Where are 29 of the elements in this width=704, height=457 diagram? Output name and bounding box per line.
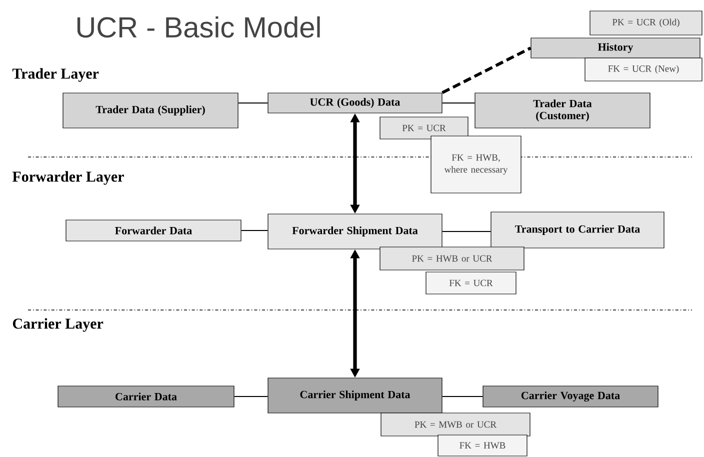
key-box: FK = HWB (438, 434, 528, 456)
key-box: PK = UCR (380, 116, 468, 140)
key-box: FK = HWB, where necessary (430, 136, 522, 194)
key-box: PK = HWB or UCR (380, 246, 524, 270)
key-box: FK = UCR (New) (584, 58, 702, 82)
layer-label: Carrier Layer (12, 318, 104, 332)
layer-label: Trader Layer (12, 68, 99, 82)
layer-label: Forwarder Layer (12, 171, 124, 185)
entity-box: Trader Data (Supplier) (62, 92, 238, 128)
connector-line (442, 102, 475, 104)
entity-box: UCR (Goods) Data (268, 92, 442, 114)
dashed-line (442, 46, 532, 94)
title: UCR - Basic Model (77, 16, 320, 38)
entity-box: Forwarder Shipment Data (268, 214, 442, 250)
key-box: PK = UCR (Old) (590, 10, 702, 36)
key-box: PK = MWB or UCR (380, 412, 530, 436)
entity-box: Carrier Voyage Data (482, 386, 658, 408)
entity-box: Forwarder Data (66, 220, 242, 242)
key-box: FK = UCR (426, 272, 516, 294)
entity-box: Carrier Data (58, 386, 234, 408)
entity-box: Trader Data (Customer) (474, 92, 650, 128)
connector-line (234, 396, 268, 398)
connector-line (238, 102, 268, 104)
entity-box: Carrier Shipment Data (268, 378, 442, 414)
connector-line (241, 230, 268, 232)
entity-box: Transport to Carrier Data (490, 212, 664, 248)
connector-line (442, 230, 491, 232)
entity-box: History (530, 38, 700, 58)
connector-line (442, 396, 483, 398)
